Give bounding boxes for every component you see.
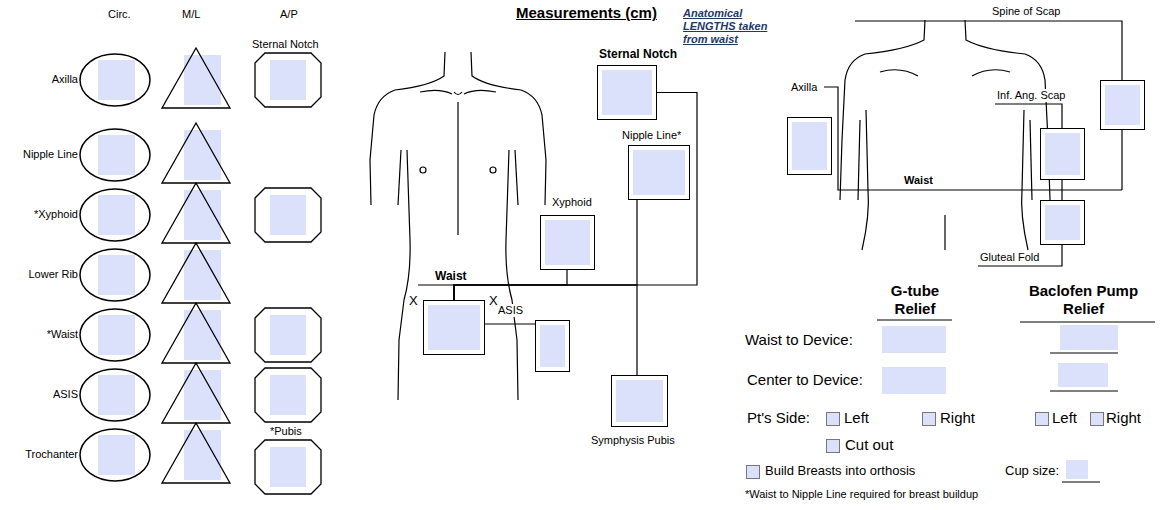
column-header: A/P (280, 8, 298, 21)
waist-label: Waist (903, 174, 934, 187)
box-label: Sternal Notch (598, 47, 678, 61)
box-label: Xyphoid (551, 196, 593, 209)
axilla-box: Axilla (787, 117, 832, 175)
box-label: Waist (434, 269, 468, 283)
mark-label: X (489, 293, 498, 309)
front-torso (370, 52, 546, 400)
row-label: Lower Rib (0, 268, 78, 281)
column-header: Circ. (108, 8, 131, 21)
back-torso (840, 20, 1050, 250)
box-label: Nipple Line* (621, 129, 682, 142)
box-label: Spine of Scap (991, 5, 1062, 18)
nipple-line-box: Nipple Line* (628, 145, 690, 200)
waist-box: Waist (423, 300, 485, 355)
footnote: *Waist to Nipple Line required for breas… (745, 488, 978, 501)
row-label: Trochanter (0, 448, 78, 461)
form-title: Measurements (cm) (516, 4, 657, 22)
row-label: Axilla (0, 73, 78, 86)
gluteal-fold-box: Gluteal Fold (1040, 200, 1085, 245)
box-label: ASIS (497, 304, 524, 317)
section-heading: Baclofen Pump Relief (1011, 282, 1156, 318)
asis-box: ASIS (535, 320, 570, 372)
symphysis-pubis-box: Symphysis Pubis (611, 375, 668, 427)
instruction-note: Anatomical LENGTHS taken from waist (683, 7, 783, 46)
length-connector (485, 323, 535, 324)
field-label: Waist to Device: (745, 331, 853, 349)
column-header: M/L (182, 8, 200, 21)
field-label: Sternal Notch (252, 38, 319, 51)
mark-label: X (409, 293, 418, 309)
xyphoid-box: Xyphoid (540, 215, 595, 270)
section-heading: G-tube Relief (872, 282, 958, 318)
row-label: Nipple Line (0, 148, 78, 161)
circumference-fields (80, 54, 150, 481)
checkbox-label: Right (940, 409, 975, 427)
box-label: Axilla (790, 81, 818, 94)
row-label: *Waist (0, 328, 78, 341)
box-label: Symphysis Pubis (590, 434, 676, 447)
checkbox-label: Left (1052, 409, 1077, 427)
spine-of-scap-box: Spine of Scap (1100, 80, 1145, 130)
back-leader-lines (824, 21, 1122, 266)
box-label: Gluteal Fold (979, 251, 1040, 264)
box-label: Inf. Ang. Scap (996, 89, 1067, 102)
checkbox-label: Cut out (845, 436, 893, 454)
ap-fields (255, 53, 321, 494)
field-label: Center to Device: (747, 371, 863, 389)
inf-ang-scap-box: Inf. Ang. Scap (1040, 128, 1085, 180)
row-label: ASIS (0, 388, 78, 401)
checkbox-label: Build Breasts into orthosis (765, 463, 915, 479)
checkbox-label: Left (844, 409, 869, 427)
length-connector (454, 93, 697, 301)
sternal-notch-box: Sternal Notch (597, 65, 657, 120)
field-label: Pt's Side: (747, 409, 810, 427)
field-label: Cup size: (1005, 463, 1059, 479)
field-label: *Pubis (270, 425, 302, 438)
checkbox-label: Right (1106, 409, 1141, 427)
ml-fields (162, 48, 230, 483)
row-label: *Xyphoid (0, 208, 78, 221)
